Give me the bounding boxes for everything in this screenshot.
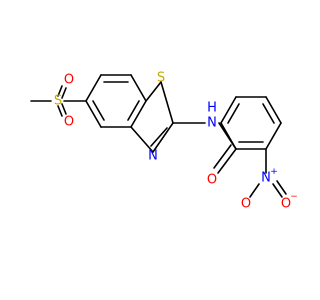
bond-ring-a-1 [85,100,102,128]
bond-carbonyl [217,148,237,174]
bond-s-o-bottom-double [57,105,63,117]
bond-s-o-top-double [57,85,63,97]
atom-nitro-oxygen-left: O [241,197,251,212]
bond-ring-b-inner-3 [227,103,240,124]
atom-methyl-oxygen-top: O [64,73,74,88]
structure-canvas: S O O S N N H O N + O O − [30,71,298,212]
molecule-diagram: S O O S N N H O N + O O − [30,70,298,212]
atom-thiazole-sulfur: S [157,71,165,86]
bond-ring-b-inner-2 [262,103,275,124]
bond-layer [30,74,287,198]
nitro-nitrogen-positive-charge: + [270,167,278,177]
bond-ring-a-inner-2 [127,100,140,121]
bond-ring-a-4 [130,74,147,102]
atom-carbonyl-oxygen: O [207,173,217,188]
bond-s-o-top [61,87,67,99]
atom-methyl-oxygen-bottom: O [64,115,74,130]
bond-s-o-bottom [61,103,67,115]
bond-ring-b-6 [220,122,237,150]
bond-thiazole-4 [130,126,154,153]
atom-nitro-nitrogen: N [261,171,271,186]
bond-thiazole-1 [145,81,162,102]
bond-nitro-o-right-double [276,180,287,195]
atom-amide-hydrogen: H [207,101,217,116]
bond-thiazole-double [150,127,168,147]
atom-amide-nitrogen: N [207,116,217,131]
bond-carbonyl-double [213,144,232,169]
bond-ring-a-6 [85,74,102,102]
bond-nitro-o-right [272,183,283,198]
atom-methyl-sulfur: S [54,94,62,109]
atom-labels: S O O S N N H O N + O O − [54,71,298,212]
bond-ring-a-inner-1 [92,100,105,121]
bond-ring-b-5 [220,96,237,124]
bond-nitro-o-left [249,183,260,198]
atom-thiazole-nitrogen: N [148,149,158,164]
bond-thiazole-3 [152,122,174,153]
bond-thiazole-2 [160,81,174,124]
bond-ring-b-2 [265,122,282,150]
bond-ring-b-3 [265,96,282,124]
atom-nitro-oxygen-right: O [281,197,291,212]
bond-ring-a-3 [130,100,147,128]
nitro-oxygen-negative-charge: − [290,192,298,202]
